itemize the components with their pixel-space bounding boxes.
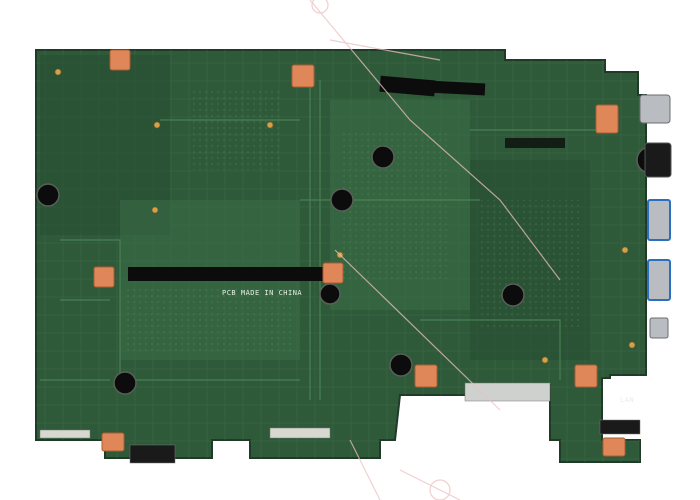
screw-pad [322,262,344,284]
sata-connector [464,382,551,402]
capacitor [501,283,525,307]
black-label-top-2 [429,80,486,96]
test-hole [266,121,274,129]
capacitor [330,188,354,212]
silkscreen-lan: LAN [620,396,634,404]
screw-pad [595,104,619,134]
screw-pad [414,364,438,388]
port-usb-c [649,317,669,339]
ram-slot-label [128,267,328,281]
test-hole [621,246,629,254]
black-label-top [379,75,436,97]
ram-components [125,285,295,355]
io-ports [639,94,672,339]
capacitor [36,183,60,207]
cpu-components [340,130,450,280]
port-usb-1 [647,199,671,241]
battery-connector [129,444,176,464]
screw-pad [574,364,598,388]
connector-top [505,138,565,148]
silkscreen-made-in: PCB MADE IN CHINA [222,289,302,297]
io-components [480,200,580,330]
port-audio [644,142,672,178]
watermark [309,0,561,500]
capacitor [113,371,137,395]
vrm-components [190,90,280,170]
capacitor [389,353,413,377]
screw-pad [602,437,626,457]
test-hole [541,356,549,364]
ribbon-connector [39,429,91,439]
screw-pad [291,64,315,88]
lan-connector [599,419,641,435]
screw-pad [109,49,131,71]
test-hole [153,121,161,129]
test-hole [628,341,636,349]
port-power [639,94,671,124]
test-hole [54,68,62,76]
port-usb-2 [647,259,671,301]
test-hole [151,206,159,214]
ribbon-connector [269,427,331,439]
pads [93,49,626,457]
capacitor [319,283,341,305]
screw-pad [101,432,125,452]
capacitor [371,145,395,169]
bottom-connectors [39,382,641,464]
screw-pad [93,266,115,288]
traces [40,80,600,400]
